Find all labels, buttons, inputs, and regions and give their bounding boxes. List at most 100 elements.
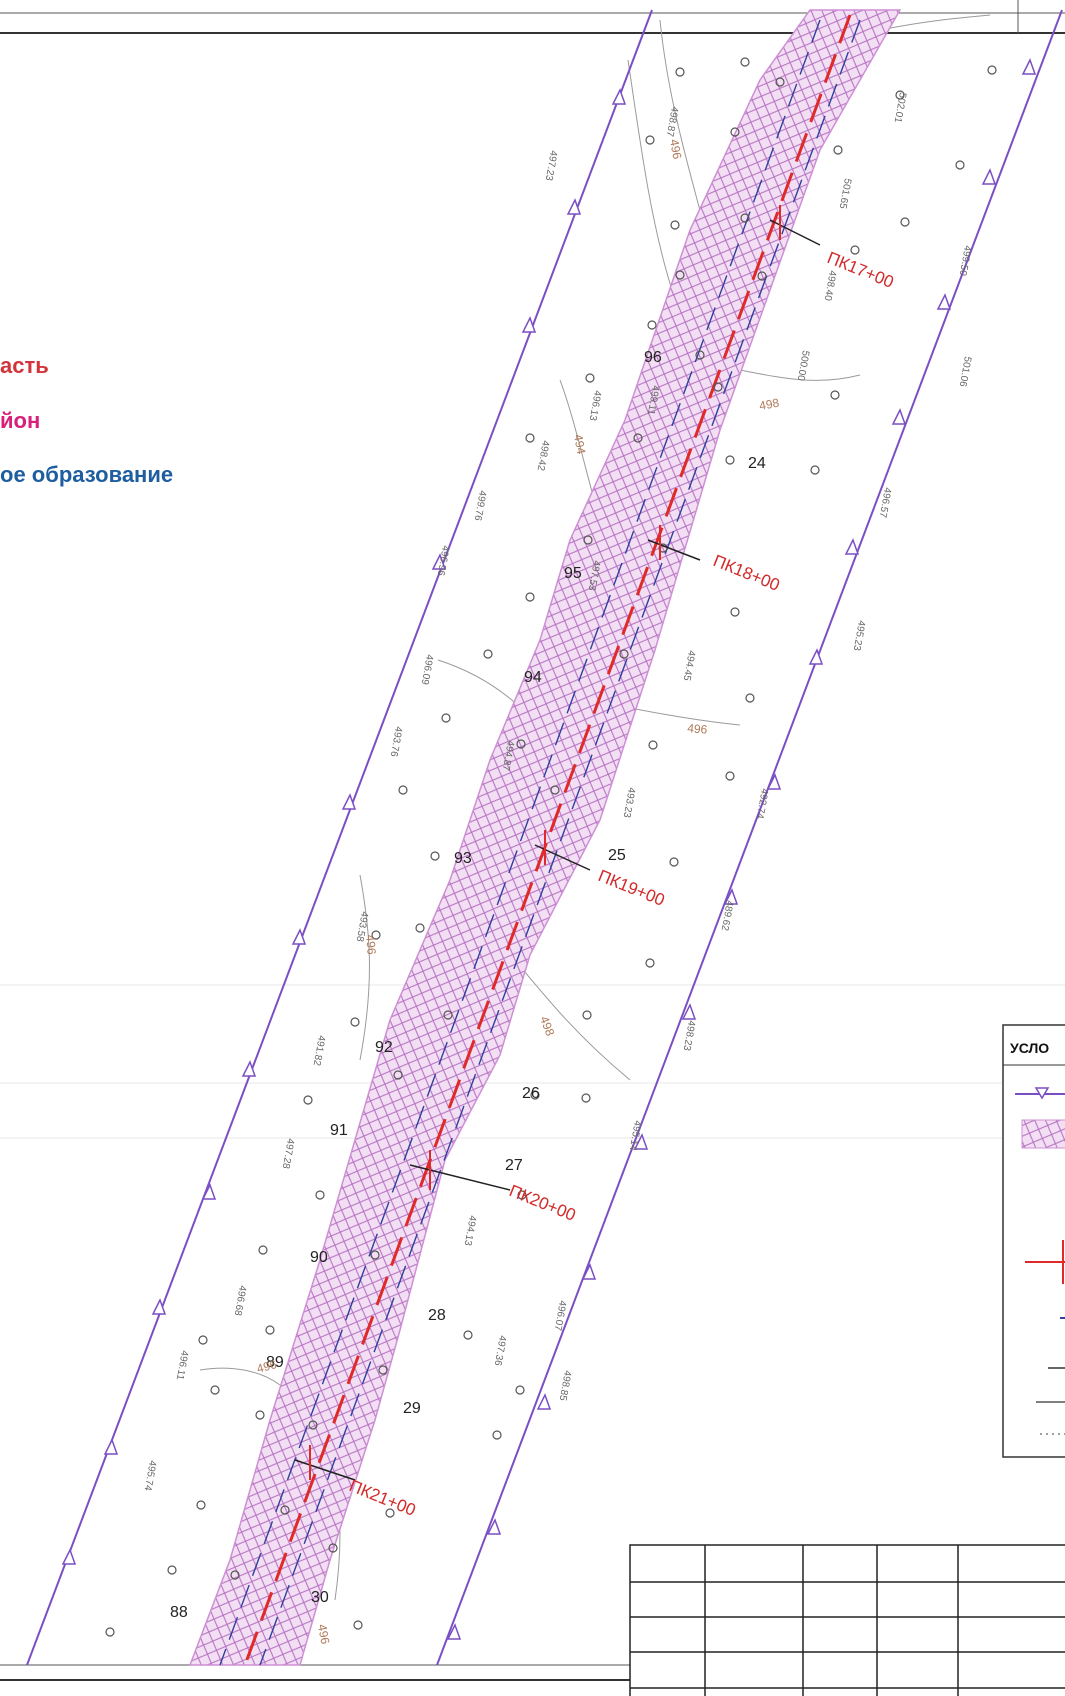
elevation-label: 495.23: [851, 619, 867, 651]
point-number: 91: [330, 1122, 348, 1139]
survey-point: [725, 455, 735, 465]
survey-point: [550, 785, 560, 795]
legend-axis-symbol: [1025, 1240, 1065, 1284]
elevation-label: 495.14: [627, 1119, 643, 1151]
elevation-label: 494.45: [681, 649, 697, 681]
elevation-label: 499.11: [645, 384, 661, 416]
survey-point: [398, 785, 408, 795]
survey-point: [530, 1090, 540, 1100]
survey-point: [775, 77, 785, 87]
survey-point: [833, 145, 843, 155]
survey-point: [900, 217, 910, 227]
contour-label: 496: [363, 934, 379, 955]
elevation-label: 498.85: [557, 1369, 573, 1401]
survey-point: [740, 213, 750, 223]
elevation-label: 500.00: [795, 349, 811, 381]
elevation-label: 496.09: [419, 653, 435, 685]
point-number: 96: [644, 349, 662, 366]
elevation-label: 492.74: [754, 787, 770, 819]
survey-point: [670, 220, 680, 230]
survey-point: [483, 649, 493, 659]
survey-point: [725, 771, 735, 781]
survey-point: [371, 930, 381, 940]
survey-point: [645, 135, 655, 145]
survey-point: [492, 1430, 502, 1440]
elevation-label: 498.23: [681, 1019, 697, 1051]
point-number: 24: [748, 455, 766, 472]
survey-point: [830, 390, 840, 400]
legend-boundary-symbol: [1015, 1087, 1065, 1100]
elevation-label: 498.42: [535, 439, 551, 471]
elevation-label: 493.76: [388, 725, 404, 757]
point-number: 29: [403, 1400, 421, 1417]
survey-point: [280, 1505, 290, 1515]
survey-point: [328, 1543, 338, 1553]
legend-title: УСЛО: [1010, 1040, 1049, 1056]
municipality-label: ое образование: [0, 462, 174, 487]
survey-point: [308, 1420, 318, 1430]
survey-point: [167, 1565, 177, 1575]
picket-label-20: ПК20+00: [507, 1181, 579, 1225]
survey-point: [633, 433, 643, 443]
survey-point: [730, 607, 740, 617]
survey-point: [198, 1335, 208, 1345]
survey-point: [463, 1330, 473, 1340]
survey-point: [648, 740, 658, 750]
row-boundary: [26, 9, 1063, 1666]
elevation-label: 495.74: [142, 1459, 158, 1491]
faint-grid: [0, 984, 1065, 1139]
survey-point: [585, 373, 595, 383]
elevation-label: 501.06: [957, 355, 973, 387]
survey-point: [303, 1095, 313, 1105]
legend-easement-symbol: [1021, 1119, 1065, 1149]
survey-point: [582, 1010, 592, 1020]
elevation-label: 493.23: [621, 786, 637, 818]
survey-point: [619, 649, 629, 659]
point-number: 90: [310, 1249, 328, 1266]
elevation-label: 498.87: [664, 105, 680, 137]
survey-point: [757, 271, 767, 281]
survey-point: [645, 958, 655, 968]
survey-point: [895, 90, 905, 100]
boundary-arrows: [61, 58, 1037, 1640]
contour-labels: 496 498 494 496 496 498 496 496: [255, 138, 780, 1645]
picket-label-19: ПК19+00: [596, 866, 668, 910]
survey-point: [525, 592, 535, 602]
point-number: 30: [311, 1589, 329, 1606]
point-number: 88: [170, 1604, 188, 1621]
survey-point: [525, 433, 535, 443]
point-number: 25: [608, 847, 626, 864]
legend-box: УСЛО: [1002, 1024, 1065, 1458]
survey-point: [441, 713, 451, 723]
survey-point: [675, 67, 685, 77]
elevation-label: 499.50: [957, 244, 973, 276]
survey-point: [810, 465, 820, 475]
elevation-label: 496.13: [587, 389, 603, 421]
survey-point: [378, 1365, 388, 1375]
survey-point: [516, 739, 526, 749]
survey-point: [230, 1570, 240, 1580]
picket-ticks: [309, 205, 781, 1480]
point-number: 27: [505, 1157, 523, 1174]
elevation-label: 497.28: [280, 1137, 296, 1169]
elevation-label: 497.53: [586, 559, 602, 591]
contour-label: 498: [758, 396, 780, 413]
region-label: асть: [0, 353, 49, 378]
survey-point: [315, 1190, 325, 1200]
survey-point: [581, 1093, 591, 1103]
survey-point: [987, 65, 997, 75]
point-number: 93: [454, 850, 472, 867]
survey-point: [105, 1627, 115, 1637]
survey-point: [443, 1010, 453, 1020]
survey-point: [350, 1017, 360, 1027]
survey-point: [583, 535, 593, 545]
survey-point: [517, 1190, 527, 1200]
elevation-label: 498.40: [822, 269, 838, 301]
survey-point: [850, 245, 860, 255]
survey-point: [385, 1508, 395, 1518]
survey-point: [415, 923, 425, 933]
survey-point: [955, 160, 965, 170]
contour-label: 496: [255, 1357, 278, 1376]
